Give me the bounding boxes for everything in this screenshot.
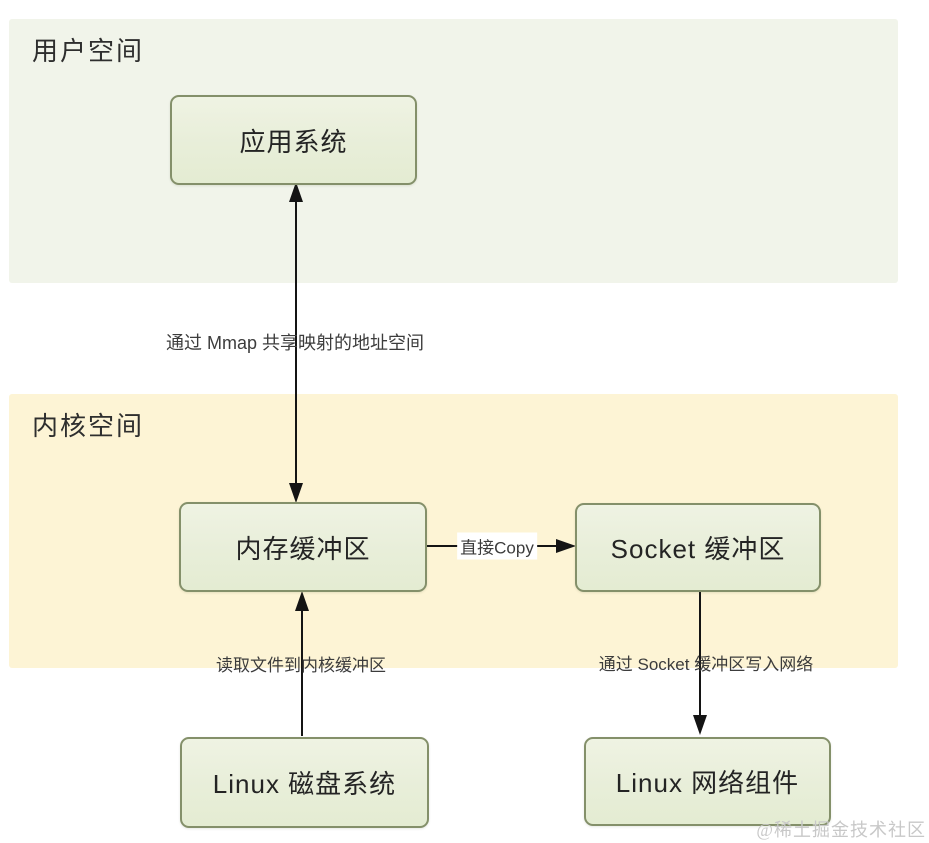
node-linux-network-component-label: Linux 网络组件 bbox=[615, 768, 800, 798]
node-socket-buffer: Socket 缓冲区 bbox=[575, 503, 821, 592]
kernel-space-label: 内核空间 bbox=[32, 412, 145, 441]
mmap-arrow bbox=[289, 182, 303, 503]
watermark: @稀土掘金技术社区 bbox=[756, 820, 926, 840]
node-application-system-label: 应用系统 bbox=[239, 126, 348, 157]
node-socket-buffer-label: Socket 缓冲区 bbox=[610, 534, 786, 564]
socket-write-edge-label: 通过 Socket 缓冲区写入网络 bbox=[598, 655, 814, 674]
read-file-edge-label: 读取文件到内核缓冲区 bbox=[216, 656, 386, 675]
node-memory-buffer-label: 内存缓冲区 bbox=[235, 533, 371, 564]
node-linux-disk-system-label: Linux 磁盘系统 bbox=[212, 769, 397, 799]
node-linux-network-component: Linux 网络组件 bbox=[584, 737, 831, 826]
node-linux-disk-system: Linux 磁盘系统 bbox=[180, 737, 429, 828]
direct-copy-edge-label: 直接Copy bbox=[457, 532, 537, 560]
user-space-region: 用户空间 bbox=[9, 19, 898, 283]
read-arrow bbox=[295, 591, 309, 736]
node-application-system: 应用系统 bbox=[170, 95, 417, 185]
node-memory-buffer: 内存缓冲区 bbox=[179, 502, 427, 592]
mmap-edge-label: 通过 Mmap 共享映射的地址空间 bbox=[165, 333, 425, 353]
user-space-label: 用户空间 bbox=[32, 37, 145, 66]
write-arrow bbox=[693, 589, 707, 735]
